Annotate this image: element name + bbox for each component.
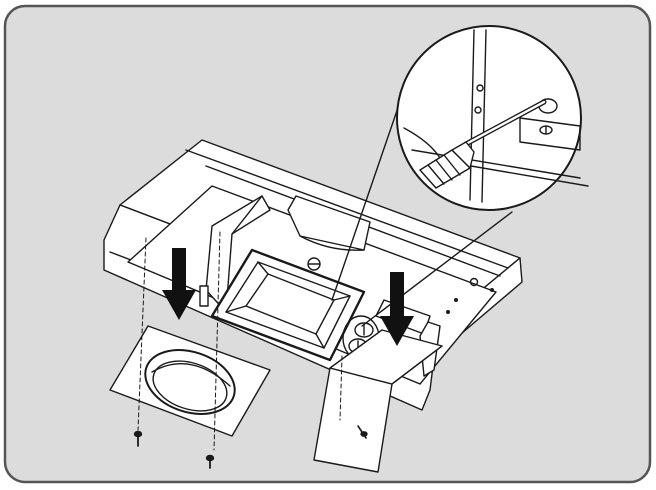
screw-icon-group xyxy=(133,425,368,469)
side-vent-plate xyxy=(313,329,443,473)
callout-flange xyxy=(519,117,581,151)
down-arrow-icon xyxy=(380,272,414,346)
motor-housing xyxy=(287,195,371,251)
callout-leader-1 xyxy=(331,95,403,301)
duct-adapter-plate xyxy=(109,325,271,437)
screw-icon xyxy=(205,454,215,469)
motor-housing-arc xyxy=(299,235,365,251)
magnified-callout xyxy=(331,25,589,327)
screw-hole xyxy=(469,277,479,287)
blower-corner-3 xyxy=(333,295,351,301)
screw-icon xyxy=(357,425,368,439)
alignment-lines xyxy=(137,231,343,451)
blower-corner-2 xyxy=(257,261,269,275)
callout-leader-2 xyxy=(361,211,513,327)
callout-panel-edge xyxy=(411,149,581,179)
screwdriver-icon xyxy=(419,99,547,189)
blower-corner-1 xyxy=(225,305,247,313)
callout-panel-vertical-2 xyxy=(481,29,487,203)
left-mounting-tab xyxy=(199,285,209,307)
screw-icon xyxy=(133,430,143,447)
down-arrow-icon xyxy=(162,248,196,320)
adapter-collar-inner xyxy=(152,360,228,412)
vent-plate-fold xyxy=(391,345,443,385)
blower-corner-4 xyxy=(315,333,325,349)
left-divider-edge xyxy=(231,195,263,235)
callout-curve xyxy=(403,127,441,159)
callout-circle xyxy=(396,25,582,211)
adapter-collar-rim xyxy=(151,362,231,387)
hood-lip-edge-2 xyxy=(185,149,509,269)
callout-panel-vertical xyxy=(469,29,475,201)
